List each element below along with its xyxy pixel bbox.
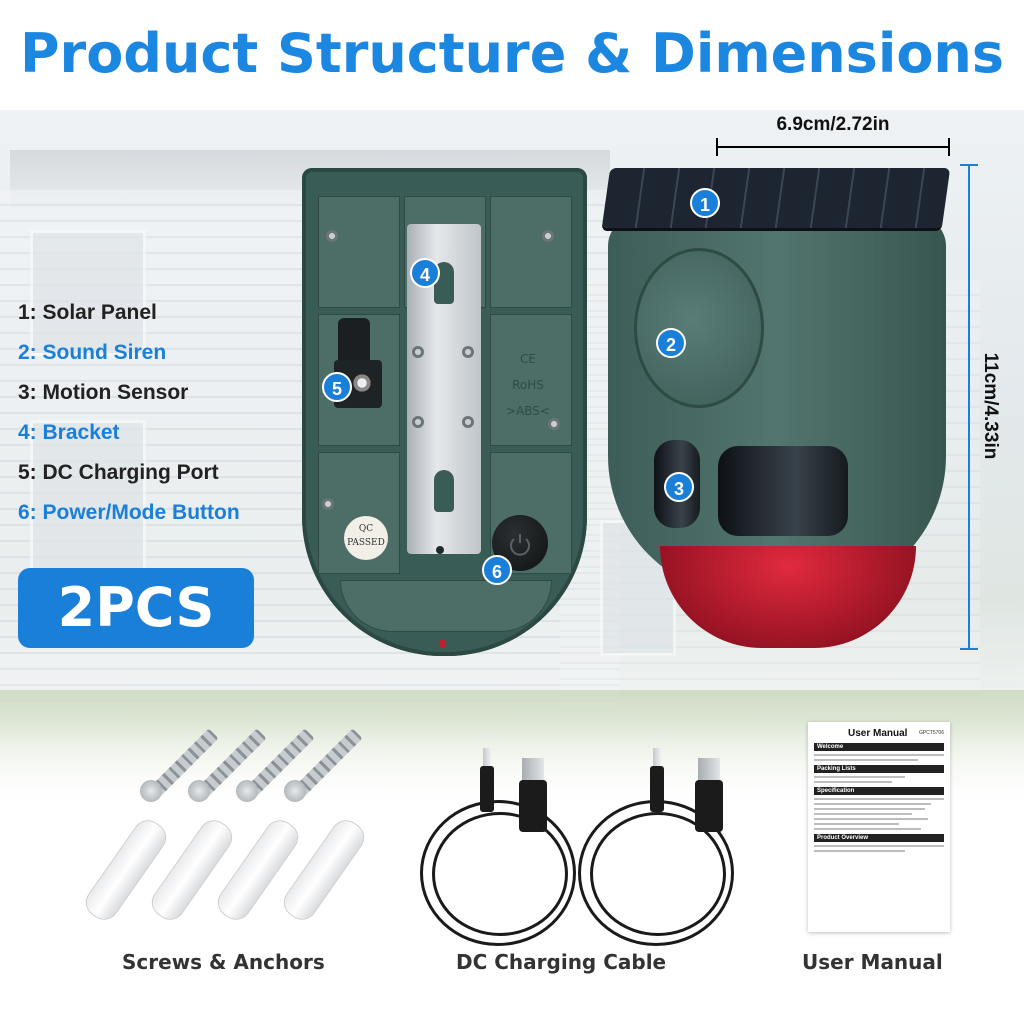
manual-text-line (814, 845, 944, 847)
dc-plug (480, 766, 494, 812)
legend-item-solar-panel: 1: Solar Panel (18, 301, 157, 324)
manual-text-line (814, 776, 905, 778)
manual-text-line (814, 818, 929, 820)
screw-head-icon (140, 780, 162, 802)
manual-text-line (814, 813, 912, 815)
manual-text-line (814, 781, 892, 783)
usb-connector-icon (522, 758, 544, 782)
screws-anchors-label: Screws & Anchors (122, 950, 325, 974)
red-strobe-lens (660, 546, 916, 648)
manual-text-line (814, 850, 905, 852)
marker-4: 4 (410, 258, 440, 288)
legend-item-sound-siren: 2: Sound Siren (18, 341, 167, 364)
screw-icon (412, 346, 424, 358)
marker-1: 1 (690, 188, 720, 218)
screw-icon (326, 230, 338, 242)
ce-mark: CE (520, 352, 536, 366)
plate-certification-marks: CE RoHS >ABS< (500, 346, 556, 424)
marker-6: 6 (482, 555, 512, 585)
component-legend: 1: Solar Panel 2: Sound Siren 3: Motion … (18, 298, 240, 538)
dc-connector-icon (483, 748, 491, 768)
solar-panel (601, 168, 951, 228)
led-indicator (440, 640, 446, 648)
indicator-hole (436, 546, 444, 554)
screw-icon (542, 230, 554, 242)
house-window (30, 420, 146, 576)
usb-plug (519, 780, 547, 832)
marker-3: 3 (664, 472, 694, 502)
house-window (30, 230, 146, 356)
manual-text-line (814, 823, 899, 825)
manual-text-line (814, 828, 921, 830)
screw-head-icon (284, 780, 306, 802)
rohs-mark: RoHS (512, 378, 544, 392)
dc-plug (650, 766, 664, 812)
dc-cable-label: DC Charging Cable (456, 950, 667, 974)
manual-text-line (814, 803, 931, 805)
dc-port-housing (338, 318, 370, 366)
qc-passed-label: PASSED (347, 538, 385, 548)
user-manual-booklet: GPCT5706 User Manual Welcome Packing Lis… (808, 722, 950, 932)
plate-grid-cell (340, 580, 552, 632)
legend-item-bracket: 4: Bracket (18, 421, 120, 444)
manual-text-line (814, 808, 925, 810)
screw-head-icon (236, 780, 258, 802)
cable-coil (420, 800, 576, 946)
dc-port-connector-icon (351, 372, 373, 394)
qc-passed-sticker: QC PASSED (344, 516, 388, 560)
width-dimension-label: 6.9cm/2.72in (776, 114, 890, 135)
screw-icon (548, 418, 560, 430)
screw-icon (462, 416, 474, 428)
plate-grid-cell (490, 196, 572, 308)
marker-2: 2 (656, 328, 686, 358)
cable-coil (590, 812, 726, 936)
height-dimension-label: 11cm/4.33in (980, 352, 1001, 460)
dc-connector-icon (653, 748, 661, 768)
qc-label: QC (358, 524, 374, 534)
manual-section: Packing Lists (814, 765, 944, 773)
legend-item-dc-charging-port: 5: DC Charging Port (18, 461, 219, 484)
legend-item-motion-sensor: 3: Motion Sensor (18, 381, 189, 404)
height-dimension-line (960, 164, 978, 650)
keyhole-icon (434, 470, 454, 512)
screw-icon (412, 416, 424, 428)
width-dimension-line (716, 138, 950, 156)
sound-siren (634, 248, 764, 408)
manual-heading: User Manual (848, 728, 908, 739)
power-icon (510, 534, 530, 556)
manual-section: Product Overview (814, 834, 944, 842)
alarm-device (601, 168, 951, 648)
plate-grid-cell (318, 196, 400, 308)
manual-code: GPCT5706 (918, 730, 944, 736)
manual-text-line (814, 798, 944, 800)
marker-5: 5 (322, 372, 352, 402)
manual-section: Welcome (814, 743, 944, 751)
abs-mark: >ABS< (506, 404, 550, 418)
page-title: Product Structure & Dimensions (19, 22, 1005, 85)
screw-head-icon (188, 780, 210, 802)
manual-text-line (814, 759, 918, 761)
screw-icon (462, 346, 474, 358)
plate-grid-cell (318, 452, 400, 574)
manual-section: Specification (814, 787, 944, 795)
manual-text-line (814, 754, 944, 756)
user-manual-label: User Manual (802, 950, 943, 974)
screw-icon (322, 498, 334, 510)
motion-sensor-front (718, 446, 848, 536)
cable-coil (432, 812, 568, 936)
usb-plug (695, 780, 723, 832)
usb-connector-icon (698, 758, 720, 782)
legend-item-power-mode-button: 6: Power/Mode Button (18, 501, 240, 524)
quantity-badge: 2PCS (18, 568, 254, 648)
